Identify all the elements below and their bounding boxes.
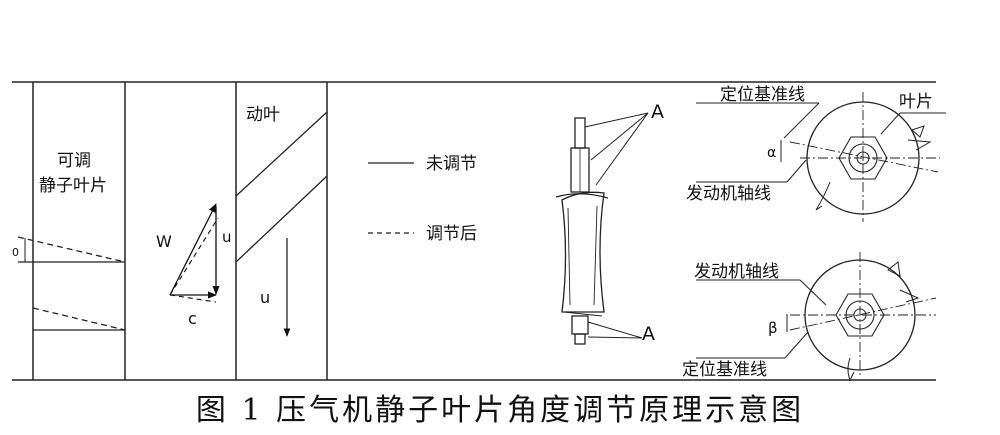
stator-label-line1: 可调 (57, 151, 91, 171)
rotation-speed-symbol: u (260, 288, 270, 307)
shaft-leader-lines (584, 112, 649, 339)
ref-line-label-top: 定位基准线 (720, 85, 805, 105)
stator-upper-dashed-line (17, 236, 126, 263)
section-view-top (696, 92, 946, 222)
vector-w-dashed (169, 217, 219, 296)
rotor-blade-panel: 动叶 u (235, 82, 328, 380)
velocity-triangle: W u c (156, 203, 232, 328)
rotor-blade-line-upper (235, 111, 328, 197)
legend-dashed-label: 调节后 (426, 224, 477, 244)
blade-shaft-drawing (555, 117, 609, 345)
alpha-angle-symbol: α (767, 145, 776, 161)
stator-label-line2: 静子叶片 (39, 176, 107, 196)
blade-label: 叶片 (899, 92, 933, 112)
engine-axis-label-bottom: 发动机轴线 (694, 262, 779, 282)
engine-axis-label-top: 发动机轴线 (686, 184, 771, 204)
stator-angle-symbol: 0 (12, 246, 19, 259)
rotor-label: 动叶 (246, 105, 280, 125)
vector-w-label: W (156, 232, 172, 251)
stator-lower-dashed-line (32, 307, 126, 331)
section-view-bottom (696, 252, 937, 382)
figure-caption: 图 1 压气机静子叶片角度调节原理示意图 (195, 393, 805, 428)
vector-c-label: c (188, 309, 197, 328)
vector-c-dashed (169, 294, 217, 303)
ref-line-label-bottom: 定位基准线 (682, 360, 767, 380)
rotor-blade-line-lower (235, 175, 328, 263)
legend-solid-label: 未调节 (426, 154, 477, 174)
stator-blade-panel: 0 可调 静子叶片 (12, 82, 126, 380)
section-label-a-top: A (651, 101, 664, 123)
beta-angle-symbol: β (768, 319, 778, 337)
section-label-a-bottom: A (642, 323, 655, 345)
vector-w-solid (169, 203, 217, 296)
legend: 未调节 调节后 (368, 154, 477, 244)
vector-u-label: u (222, 228, 232, 246)
